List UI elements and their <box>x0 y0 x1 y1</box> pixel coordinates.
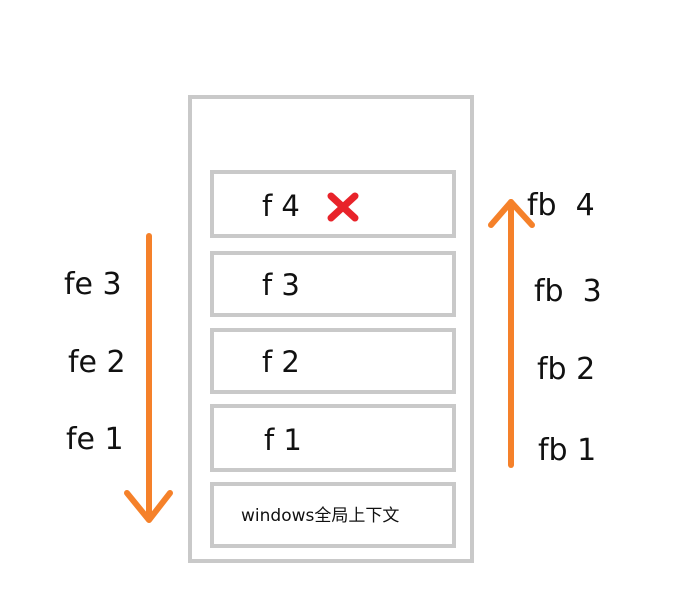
frame-f3: f 3 <box>210 251 456 317</box>
cross-icon-stroke-b <box>327 192 359 222</box>
frame-f4-label: f 4 <box>262 189 300 223</box>
frame-f1: f 1 <box>210 404 456 472</box>
exit-label-fb4: fb 4 <box>527 188 595 223</box>
frame-f1-label: f 1 <box>264 423 302 457</box>
cross-icon <box>327 192 359 222</box>
frame-f2-label: f 2 <box>262 345 300 379</box>
exit-label-fb1: fb 1 <box>538 433 597 468</box>
exit-arrow-head <box>488 199 535 228</box>
exit-arrow <box>488 199 535 468</box>
enter-label-fe1: fe 1 <box>66 422 124 457</box>
call-stack-container <box>188 95 474 563</box>
frame-global-context-label: windows全局上下文 <box>241 506 400 526</box>
enter-arrow <box>124 233 173 523</box>
exit-label-fb2: fb 2 <box>537 352 596 387</box>
frame-f4: f 4 <box>210 170 456 238</box>
frame-f2: f 2 <box>210 328 456 394</box>
frame-global-context: windows全局上下文 <box>210 482 456 548</box>
enter-label-fe2: fe 2 <box>68 345 126 380</box>
enter-arrow-head <box>124 490 173 523</box>
enter-label-fe3: fe 3 <box>64 267 122 302</box>
frame-f3-label: f 3 <box>262 268 300 302</box>
exit-label-fb3: fb 3 <box>534 274 602 309</box>
